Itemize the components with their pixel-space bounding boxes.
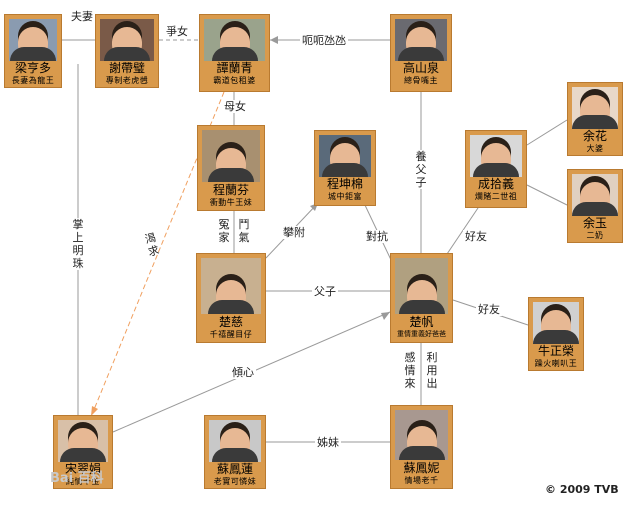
label-douqi: 鬥氣 bbox=[238, 218, 250, 244]
label-liyongchu: 利用出 bbox=[426, 351, 438, 390]
person-desc: 霸道包租婆 bbox=[213, 76, 256, 85]
person-yu-yu[interactable]: 余玉 二奶 bbox=[567, 169, 623, 243]
arrow-qingxin bbox=[381, 312, 390, 320]
person-desc: 二奶 bbox=[586, 231, 604, 240]
person-desc: 情場老千 bbox=[404, 476, 439, 485]
person-name: 蘇鳳妮 bbox=[403, 461, 440, 475]
person-name: 余花 bbox=[582, 129, 607, 143]
person-niu[interactable]: 牛正榮 躁火喇叭王 bbox=[528, 297, 584, 371]
copyright: © 2009 TVB bbox=[545, 483, 619, 496]
arrow-eee bbox=[270, 36, 278, 44]
person-desc: 爛賭二世祖 bbox=[474, 192, 518, 201]
label-yangfuzi: 養父子 bbox=[415, 150, 427, 189]
person-desc: 千禧醒目仔 bbox=[209, 330, 253, 339]
person-cheng-kunmian[interactable]: 程坤棉 城中鉅富 bbox=[314, 130, 376, 206]
person-name: 楚慈 bbox=[218, 315, 243, 329]
person-yu-hua[interactable]: 余花 大婆 bbox=[567, 82, 623, 156]
person-desc: 長妻為龍王 bbox=[11, 76, 55, 85]
portrait-su-fengni bbox=[395, 410, 448, 460]
person-desc: 躁火喇叭王 bbox=[534, 359, 578, 368]
person-tan[interactable]: 譚蘭青 霸道包租婆 bbox=[199, 14, 270, 92]
portrait-cheng-shiyi bbox=[470, 135, 522, 177]
person-name: 程蘭芬 bbox=[212, 183, 249, 197]
person-desc: 老實可憐妹 bbox=[213, 477, 257, 486]
person-name: 余玉 bbox=[582, 216, 607, 230]
person-name: 成拾義 bbox=[477, 177, 514, 191]
person-name: 梁亨多 bbox=[14, 61, 51, 75]
portrait-cheng-kunmian bbox=[319, 135, 371, 177]
label-eee: 呃呃氹氹 bbox=[300, 34, 348, 47]
person-chu-fan[interactable]: 楚帆 重情重義好爸爸 bbox=[390, 253, 453, 343]
label-ganqinglai: 感情來 bbox=[404, 351, 416, 390]
person-desc: 專制老虎乸 bbox=[105, 76, 149, 85]
label-zhengnv: 爭女 bbox=[164, 25, 190, 38]
portrait-gao bbox=[395, 19, 447, 61]
person-name: 譚蘭青 bbox=[216, 61, 253, 75]
label-zimei: 姊妹 bbox=[315, 436, 341, 449]
label-haoyou2: 好友 bbox=[476, 303, 502, 316]
person-desc: 重情重義好爸爸 bbox=[397, 330, 446, 338]
line-yuhua bbox=[526, 119, 568, 146]
label-fuqi-text: 夫妻 bbox=[71, 10, 93, 23]
person-gao[interactable]: 高山泉 總骨嘴主 bbox=[390, 14, 452, 92]
person-su-fengni[interactable]: 蘇鳳妮 情場老千 bbox=[390, 405, 453, 489]
person-desc: 純情千金 bbox=[66, 477, 100, 486]
label-fuzi: 父子 bbox=[312, 285, 338, 298]
arrow-kewang bbox=[91, 406, 98, 416]
person-name: 程坤棉 bbox=[326, 177, 363, 191]
portrait-xie bbox=[100, 19, 154, 61]
portrait-yu-yu bbox=[572, 174, 618, 216]
person-su-fenglian[interactable]: 蘇鳳蓮 老實可憐妹 bbox=[204, 415, 266, 489]
portrait-yu-hua bbox=[572, 87, 618, 129]
portrait-chu-fan bbox=[395, 258, 448, 314]
label-duikang: 對抗 bbox=[364, 230, 390, 243]
portrait-niu bbox=[533, 302, 579, 344]
label-yuanjia: 冤家 bbox=[218, 218, 230, 244]
person-name: 宋翠娟 bbox=[64, 462, 101, 476]
label-zhangshang: 掌上明珠 bbox=[72, 218, 84, 270]
person-desc: 大婆 bbox=[586, 144, 604, 153]
portrait-chu-ci bbox=[201, 258, 261, 314]
line-haoyou1 bbox=[444, 204, 481, 258]
portrait-tan bbox=[204, 19, 265, 61]
line-yuyu bbox=[526, 184, 568, 206]
person-name: 牛正榮 bbox=[537, 344, 574, 358]
portrait-song bbox=[58, 420, 108, 462]
watermark: Bai 百科 bbox=[50, 471, 104, 486]
label-panfu: 攀附 bbox=[281, 226, 307, 239]
person-cheng-shiyi[interactable]: 成拾義 爛賭二世祖 bbox=[465, 130, 527, 208]
person-desc: 總骨嘴主 bbox=[404, 76, 438, 85]
person-desc: 城中鉅富 bbox=[328, 192, 362, 201]
person-liang[interactable]: 梁亨多 長妻為龍王 bbox=[4, 14, 62, 88]
person-name: 蘇鳳蓮 bbox=[216, 462, 253, 476]
label-qingxin: 傾心 bbox=[230, 366, 256, 379]
person-song[interactable]: 宋翠娟 純情千金 bbox=[53, 415, 113, 489]
person-name: 楚帆 bbox=[409, 315, 434, 329]
person-desc: 衝動牛王妹 bbox=[209, 198, 253, 207]
portrait-cheng-lanfen bbox=[202, 130, 260, 182]
portrait-liang bbox=[9, 19, 57, 61]
label-munv: 母女 bbox=[222, 100, 248, 113]
label-fuqi: 夫妻 bbox=[68, 10, 96, 23]
person-chu-ci[interactable]: 楚慈 千禧醒目仔 bbox=[196, 253, 266, 343]
person-name: 謝帶璧 bbox=[108, 61, 145, 75]
person-cheng-lanfen[interactable]: 程蘭芬 衝動牛王妹 bbox=[197, 125, 265, 211]
label-haoyou1: 好友 bbox=[463, 230, 489, 243]
portrait-su-fenglian bbox=[209, 420, 261, 462]
person-name: 高山泉 bbox=[402, 61, 439, 75]
person-xie[interactable]: 謝帶璧 專制老虎乸 bbox=[95, 14, 159, 88]
